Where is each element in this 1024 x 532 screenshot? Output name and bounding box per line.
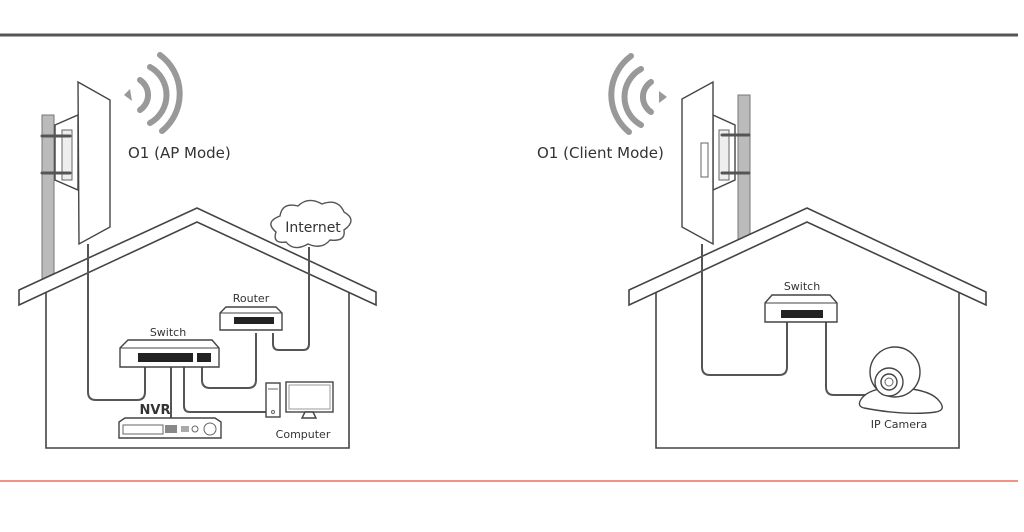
mounting-pole [737,94,751,241]
wifi-signal-icon [608,53,667,135]
computer-label: Computer [276,428,331,441]
computer-icon [265,381,334,419]
house-roof [628,207,987,307]
router-switch-cable [201,333,257,389]
outdoor-cpe-antenna [40,80,111,246]
mounting-pole [41,114,55,286]
house-walls [45,292,350,449]
internet-label: Internet [285,220,341,236]
nvr-label: NVR [140,403,171,418]
internet-router-cable [272,247,310,351]
client-mode-label: O1 (Client Mode) [537,144,664,162]
antenna-cable [701,244,788,376]
house-roof [18,207,377,307]
wifi-signal-icon [124,52,183,134]
antenna-cable [87,244,146,401]
switch-device [119,339,220,368]
switch-label: Switch [784,280,820,293]
ip-camera-icon [858,346,943,415]
outdoor-cpe-antenna [681,80,751,246]
camera-cable [825,322,872,396]
ap-mode-scene: O1 (AP Mode) Internet Router Switch [18,52,377,449]
house-walls [655,292,960,449]
client-mode-scene: O1 (Client Mode) Switch IP Camera [537,53,987,449]
ap-mode-label: O1 (AP Mode) [128,144,231,162]
switch-label: Switch [150,326,186,339]
nvr-device [118,417,222,439]
ip-camera-label: IP Camera [871,418,928,431]
internet-cloud-icon [270,199,352,249]
switch-device [764,294,838,323]
router-label: Router [233,292,270,305]
router-device [219,306,283,331]
computer-cable [183,367,266,413]
